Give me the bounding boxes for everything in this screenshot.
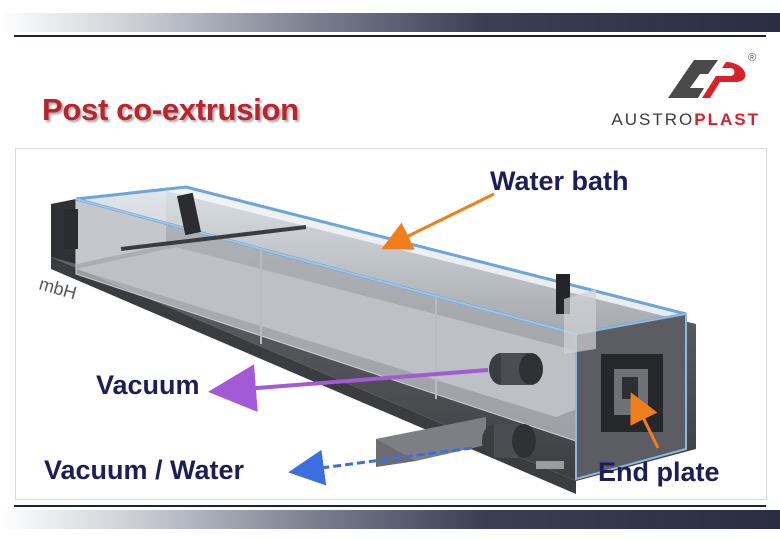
slide-title: Post co-extrusion (42, 92, 299, 127)
logo-text-austro: AUSTRO (611, 110, 695, 129)
registered-mark: ® (748, 52, 757, 64)
top-gradient-bar (0, 13, 780, 32)
water-bath-photo: mbH (15, 148, 767, 500)
vacuum-arrow (208, 364, 489, 413)
logo-wordmark: AUSTROPLAST (550, 110, 760, 130)
logo-text-plast: PLAST (694, 110, 760, 129)
bottom-divider (14, 505, 766, 507)
label-vacuum: Vacuum (96, 370, 200, 400)
bottom-gradient-bar (0, 510, 780, 529)
water-bath-arrow (381, 192, 495, 250)
label-end-plate: End plate (598, 457, 720, 487)
austroplast-logo: ® AUSTROPLAST (550, 52, 760, 134)
water-bath-illustration: mbH (37, 185, 696, 494)
label-vacuum-water: Vacuum / Water (44, 455, 245, 485)
end-plate-arrow (630, 392, 660, 449)
label-water-bath: Water bath (490, 166, 629, 196)
vacuum-water-arrow (288, 446, 473, 486)
top-divider (14, 35, 766, 37)
logo-mark-icon (668, 60, 746, 98)
